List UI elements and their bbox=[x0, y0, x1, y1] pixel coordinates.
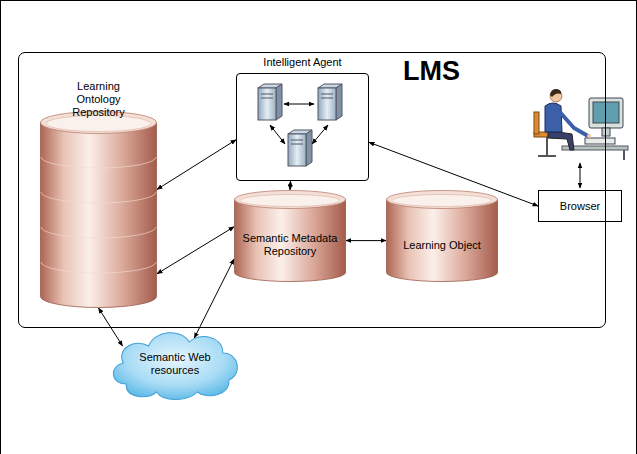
connector-arrow bbox=[194, 259, 234, 338]
browser-label: Browser bbox=[560, 200, 600, 213]
repository-cylinder: Semantic Metadata Repository bbox=[234, 190, 346, 282]
cloud-label: Semantic Web resources bbox=[133, 351, 217, 377]
keyboard bbox=[585, 138, 615, 144]
user-hand bbox=[587, 134, 591, 138]
cylinder-shape bbox=[40, 111, 157, 308]
monitor-stand bbox=[602, 128, 610, 136]
connector-arrow bbox=[157, 227, 234, 274]
agent-frame bbox=[236, 73, 369, 181]
cylinder-band bbox=[41, 157, 156, 168]
server-link bbox=[284, 104, 314, 105]
user-arm bbox=[558, 110, 588, 136]
server-icon bbox=[288, 130, 312, 166]
cylinder-top-rim bbox=[392, 195, 492, 207]
user-torso bbox=[545, 103, 562, 132]
user-legs bbox=[548, 132, 574, 150]
resource-cloud: Semantic Web resources bbox=[106, 322, 244, 402]
agent-title: Intelligent Agent bbox=[236, 56, 369, 69]
server-link bbox=[312, 125, 328, 144]
desk-leg bbox=[623, 150, 625, 160]
cylinder-shape bbox=[386, 190, 498, 282]
cylinder-top bbox=[41, 112, 157, 134]
server-icons bbox=[258, 84, 342, 166]
chair-foot bbox=[538, 155, 556, 157]
cylinder-body bbox=[235, 199, 346, 282]
system-title: LMS bbox=[403, 56, 460, 86]
chair-back bbox=[534, 112, 539, 134]
cylinder-top bbox=[235, 191, 346, 209]
cloud-outline bbox=[113, 333, 237, 400]
repository-label: Learning Ontology Repository bbox=[44, 80, 153, 119]
cylinder-top bbox=[387, 191, 498, 209]
monitor bbox=[589, 98, 623, 128]
cylinder-band bbox=[41, 192, 156, 203]
cylinder-body bbox=[41, 122, 157, 308]
connector-arrow bbox=[157, 140, 236, 190]
connector-arrow bbox=[99, 308, 123, 346]
server-link bbox=[270, 125, 285, 144]
browser-box: Browser bbox=[538, 190, 622, 222]
connector-arrow bbox=[346, 240, 386, 241]
cylinder-top-rim bbox=[46, 116, 151, 132]
system-frame: LMS Learning Ontology Repository Intellige… bbox=[18, 52, 606, 328]
cylinder-band bbox=[41, 262, 156, 273]
user-illustration bbox=[534, 89, 628, 160]
cylinder-body bbox=[387, 199, 498, 282]
connector-arrow bbox=[290, 181, 292, 190]
repository-cylinder: Learning Object bbox=[386, 190, 498, 282]
user-browser-link bbox=[580, 163, 581, 188]
server-icon bbox=[258, 84, 282, 120]
server-icon bbox=[318, 84, 342, 120]
repository-label: Learning Object bbox=[394, 239, 490, 252]
cylinder-band bbox=[41, 227, 156, 238]
repository-label: Semantic Metadata Repository bbox=[242, 232, 338, 258]
repository-cylinder: Learning Ontology Repository bbox=[40, 80, 157, 308]
monitor-screen bbox=[593, 102, 619, 123]
user-hair bbox=[550, 89, 561, 97]
chair-leg bbox=[546, 137, 548, 155]
agent-box: Intelligent Agent bbox=[236, 56, 369, 181]
cylinder-top-rim bbox=[240, 195, 340, 207]
